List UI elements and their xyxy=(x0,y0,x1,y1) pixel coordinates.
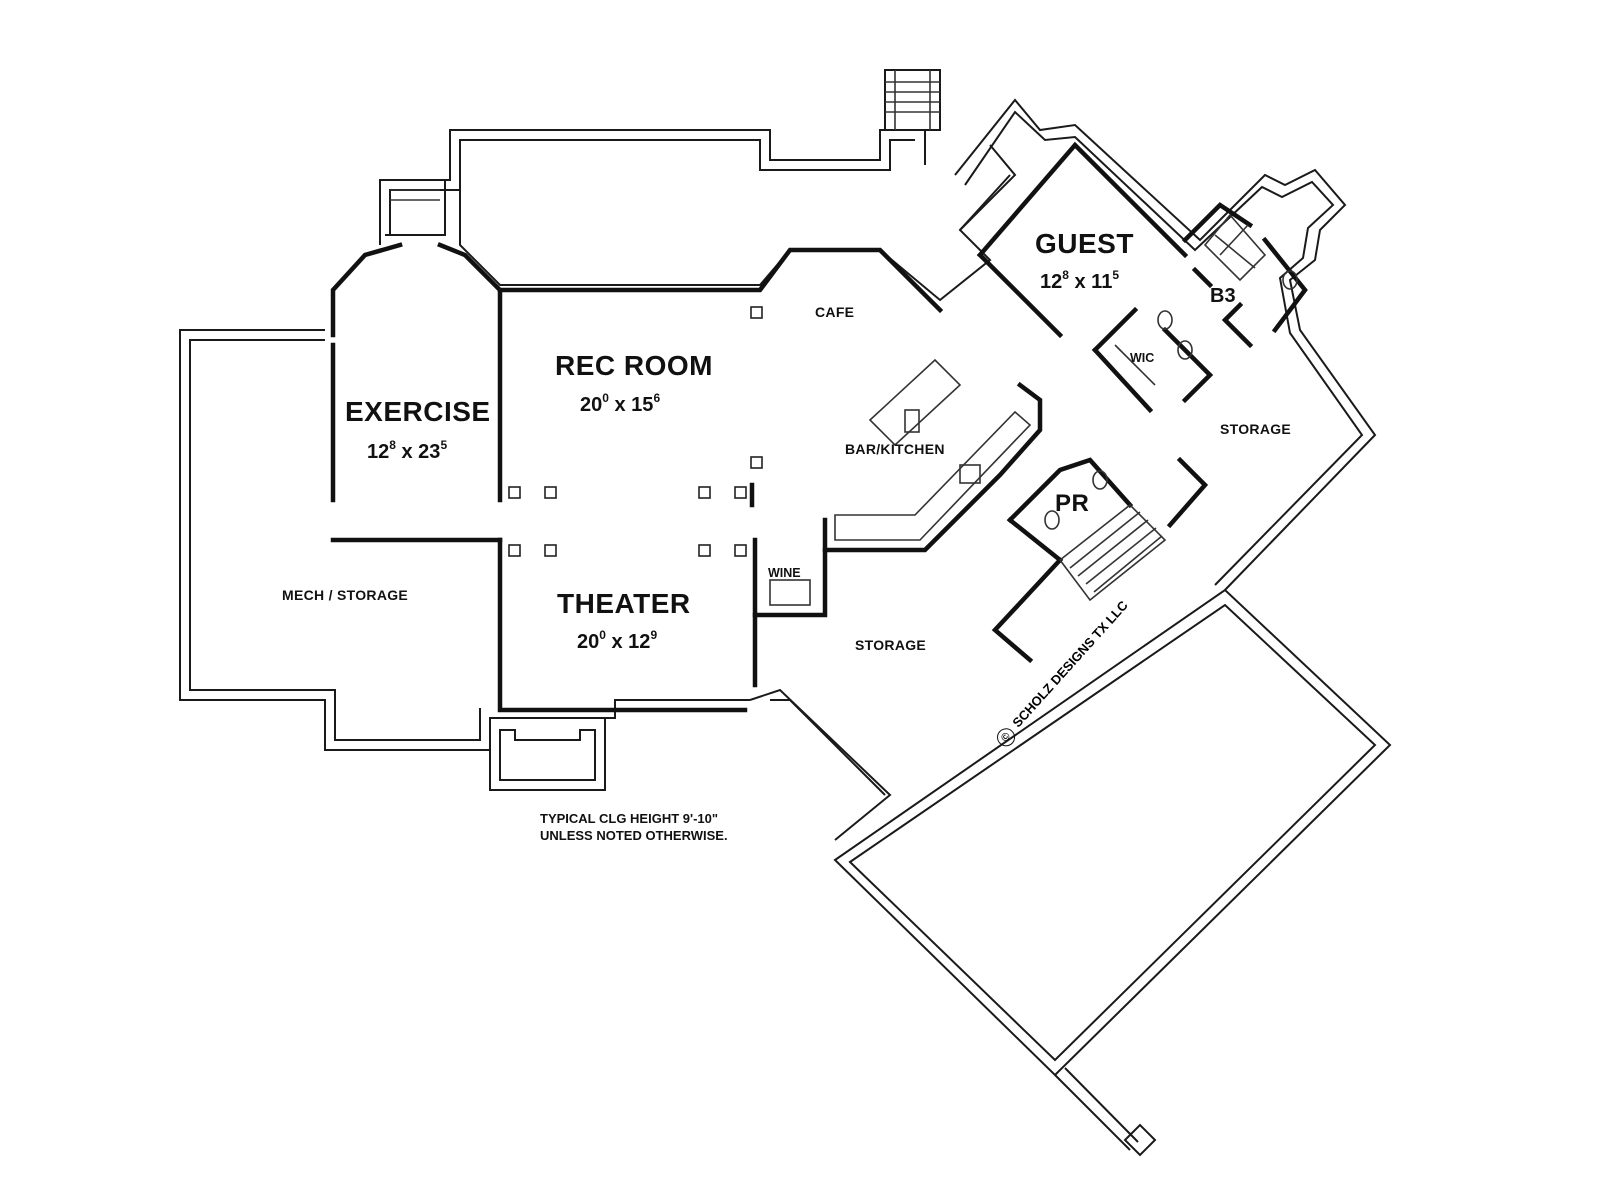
exercise-dim-b: x 23 xyxy=(401,441,441,463)
guest-dimensions: 128 x 115 xyxy=(1040,269,1119,293)
guest-dim-b: x 11 xyxy=(1074,271,1113,293)
guest-label: GUEST xyxy=(1035,228,1134,259)
bar-kitchen-label: BAR/KITCHEN xyxy=(845,441,945,457)
interior-walls xyxy=(330,141,1308,713)
cafe-label: CAFE xyxy=(815,304,855,320)
exercise-label: EXERCISE xyxy=(345,396,491,427)
ceiling-note-line1: TYPICAL CLG HEIGHT 9'-10" xyxy=(540,811,719,826)
theater-dimensions: 200 x 129 xyxy=(577,629,657,653)
ceiling-height-note: TYPICAL CLG HEIGHT 9'-10" UNLESS NOTED O… xyxy=(540,810,728,844)
storage-center-label: STORAGE xyxy=(855,637,927,653)
mech-storage-label: MECH / STORAGE xyxy=(282,587,409,603)
rec-room-dim-b: x 15 xyxy=(614,394,654,416)
pr-label: PR xyxy=(1055,490,1090,517)
fixtures xyxy=(769,213,1298,606)
columns xyxy=(508,306,763,557)
theater-label: THEATER xyxy=(557,588,691,619)
rec-room-dim-a: 20 xyxy=(580,394,603,416)
guest-sup-a: 8 xyxy=(1062,268,1069,282)
theater-dim-a: 20 xyxy=(577,631,600,653)
exercise-sup-b: 5 xyxy=(440,438,448,452)
exercise-sup-a: 8 xyxy=(389,438,396,452)
rec-room-dimensions: 200 x 156 xyxy=(580,392,660,416)
wic-label: WIC xyxy=(1130,351,1155,365)
exterior-outline xyxy=(179,69,1392,1157)
rec-room-sup-a: 0 xyxy=(602,391,609,405)
storage-right-label: STORAGE xyxy=(1220,421,1292,437)
b3-label: B3 xyxy=(1210,285,1236,307)
wine-label: WINE xyxy=(768,566,801,580)
guest-dim-a: 12 xyxy=(1040,271,1063,293)
rec-room-label: REC ROOM xyxy=(555,350,713,381)
theater-dim-b: x 12 xyxy=(611,631,651,653)
ceiling-note-line2: UNLESS NOTED OTHERWISE. xyxy=(540,828,728,843)
theater-sup-a: 0 xyxy=(599,628,606,642)
exercise-dim-a: 12 xyxy=(367,441,390,463)
rec-room-sup-b: 6 xyxy=(653,391,661,405)
guest-sup-b: 5 xyxy=(1112,268,1120,282)
exercise-dimensions: 128 x 235 xyxy=(367,439,447,463)
theater-sup-b: 9 xyxy=(650,628,658,642)
